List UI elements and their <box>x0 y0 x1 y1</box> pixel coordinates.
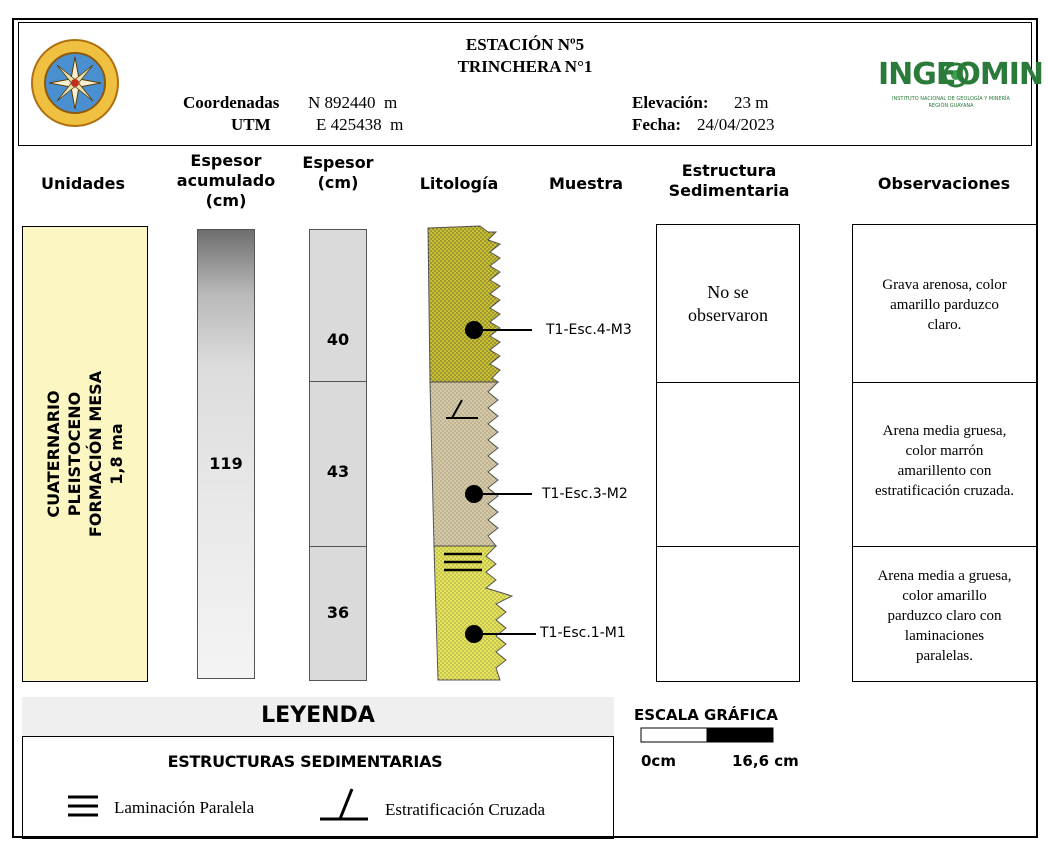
observation-3-line1: Arena media a gruesa, <box>877 568 1012 584</box>
observation-3-line2: color amarillo <box>902 588 987 604</box>
header-estructura-line2: Sedimentaria <box>668 181 790 200</box>
observation-cell-3 <box>852 546 1037 682</box>
unit-label-line4: 1,8 ma <box>107 423 126 485</box>
header-observaciones: Observaciones <box>877 174 1011 193</box>
header-muestra: Muestra <box>548 174 624 193</box>
elevation-label: Elevación: <box>632 93 709 112</box>
ingeomin-wordmark: INGEOMIN <box>878 57 1044 92</box>
legend-title: LEYENDA <box>261 703 375 728</box>
accumulated-thickness-bar <box>197 229 255 679</box>
unit-label-line3: FORMACIÓN MESA <box>86 370 105 538</box>
header-espesor-acumulado-line1: Espesor <box>190 151 262 170</box>
header-unidades: Unidades <box>41 174 125 193</box>
header-espesor-line2: (cm) <box>317 173 359 192</box>
header-espesor: Espesor (cm) <box>290 153 386 193</box>
legend-cross-icon <box>320 788 368 821</box>
observation-3-line3: parduzco claro con <box>887 608 1002 624</box>
station-title: ESTACIÓN Nº5 <box>465 35 585 54</box>
header-espesor-acumulado-line2: acumulado <box>176 171 276 190</box>
header-estructura: Estructura Sedimentaria <box>654 161 804 201</box>
structure-cell-2 <box>656 382 800 547</box>
structure-text-1-line1: No se <box>707 282 749 302</box>
unit-label: CUATERNARIO PLEISTOCENO FORMACIÓN MESA 1… <box>43 304 127 604</box>
date-value: 24/04/2023 <box>697 115 775 134</box>
header-estructura-line1: Estructura <box>681 161 777 180</box>
thickness-segment-2 <box>309 381 367 547</box>
sample-label-1: T1-Esc.4-M3 <box>546 322 632 338</box>
legend-title-band <box>22 697 614 737</box>
coordinates-label: Coordenadas <box>183 93 280 112</box>
thickness-value-2: 43 <box>326 462 350 481</box>
observation-1-line2: amarillo parduzco <box>890 297 999 313</box>
structure-cell-1 <box>656 224 800 383</box>
observation-1-line1: Grava arenosa, color <box>882 277 1007 293</box>
observation-text-1: Grava arenosa, color amarillo parduzco c… <box>852 275 1037 335</box>
header-espesor-line1: Espesor <box>302 153 374 172</box>
legend-subtitle: ESTRUCTURAS SEDIMENTARIAS <box>167 752 443 771</box>
utm-label: UTM <box>231 115 271 134</box>
observation-2-line2: color marrón <box>905 443 984 459</box>
scale-end-label: 16,6 cm <box>732 752 799 770</box>
thickness-segment-3 <box>309 546 367 681</box>
sample-point-m1 <box>465 625 536 643</box>
ingeomin-subtitle-1: INSTITUTO NACIONAL DE GEOLOGÍA Y MINERÍA <box>892 96 1010 102</box>
header-box <box>18 22 1032 146</box>
observation-cell-2 <box>852 382 1037 547</box>
accumulated-thickness-value: 119 <box>209 454 243 473</box>
thickness-value-1: 40 <box>326 330 350 349</box>
observation-text-2: Arena media gruesa, color marrón amarill… <box>852 421 1037 501</box>
graphic-scale-bar <box>640 727 774 743</box>
legend-parallel-icon <box>68 795 98 817</box>
north-coordinate: N 892440 m <box>308 93 398 112</box>
date-label: Fecha: <box>632 115 682 134</box>
observation-2-line3: amarillento con <box>897 463 992 479</box>
university-logo <box>31 39 119 127</box>
observation-1-line3: claro. <box>927 317 962 333</box>
thickness-value-3: 36 <box>326 603 350 622</box>
scale-title: ESCALA GRÁFICA <box>634 706 778 724</box>
observation-cell-1 <box>852 224 1037 383</box>
unit-box <box>22 226 148 682</box>
structure-text-1-line2: observaron <box>688 305 768 325</box>
elevation-value: 23 m <box>734 93 769 112</box>
east-coordinate: E 425438 m <box>316 115 404 134</box>
observation-3-line4: laminaciones <box>904 628 985 644</box>
legend-item-cross: Estratificación Cruzada <box>385 800 546 819</box>
header-espesor-acumulado-line3: (cm) <box>205 191 247 210</box>
thickness-segment-1 <box>309 229 367 382</box>
structure-cell-3 <box>656 546 800 682</box>
legend-item-parallel: Laminación Paralela <box>114 798 255 817</box>
observation-2-line1: Arena media gruesa, <box>882 423 1007 439</box>
scale-start-label: 0cm <box>641 752 676 770</box>
observation-2-line4: estratificación cruzada. <box>874 483 1015 499</box>
sample-point-m2 <box>465 485 532 503</box>
ingeomin-subtitle-2: REGIÓN GUAYANA <box>928 103 974 109</box>
sample-point-m3 <box>465 321 532 339</box>
cross-stratification-symbol <box>446 399 478 419</box>
trench-title: TRINCHERA N°1 <box>457 57 593 76</box>
structure-text-1: No se observaron <box>656 281 800 327</box>
unit-label-line1: CUATERNARIO <box>44 390 63 518</box>
observation-text-3: Arena media a gruesa, color amarillo par… <box>852 566 1037 666</box>
sample-label-3: T1-Esc.1-M1 <box>540 625 626 641</box>
header-espesor-acumulado: Espesor acumulado (cm) <box>170 151 282 211</box>
observation-3-line5: paralelas. <box>915 648 974 664</box>
lithology-column <box>427 225 536 681</box>
header-litologia: Litología <box>419 174 499 193</box>
parallel-lamination-symbol <box>444 552 482 572</box>
unit-label-line2: PLEISTOCENO <box>65 391 84 517</box>
sample-label-2: T1-Esc.3-M2 <box>542 486 628 502</box>
outer-frame <box>12 18 1038 838</box>
ingeomin-logo <box>943 62 969 88</box>
